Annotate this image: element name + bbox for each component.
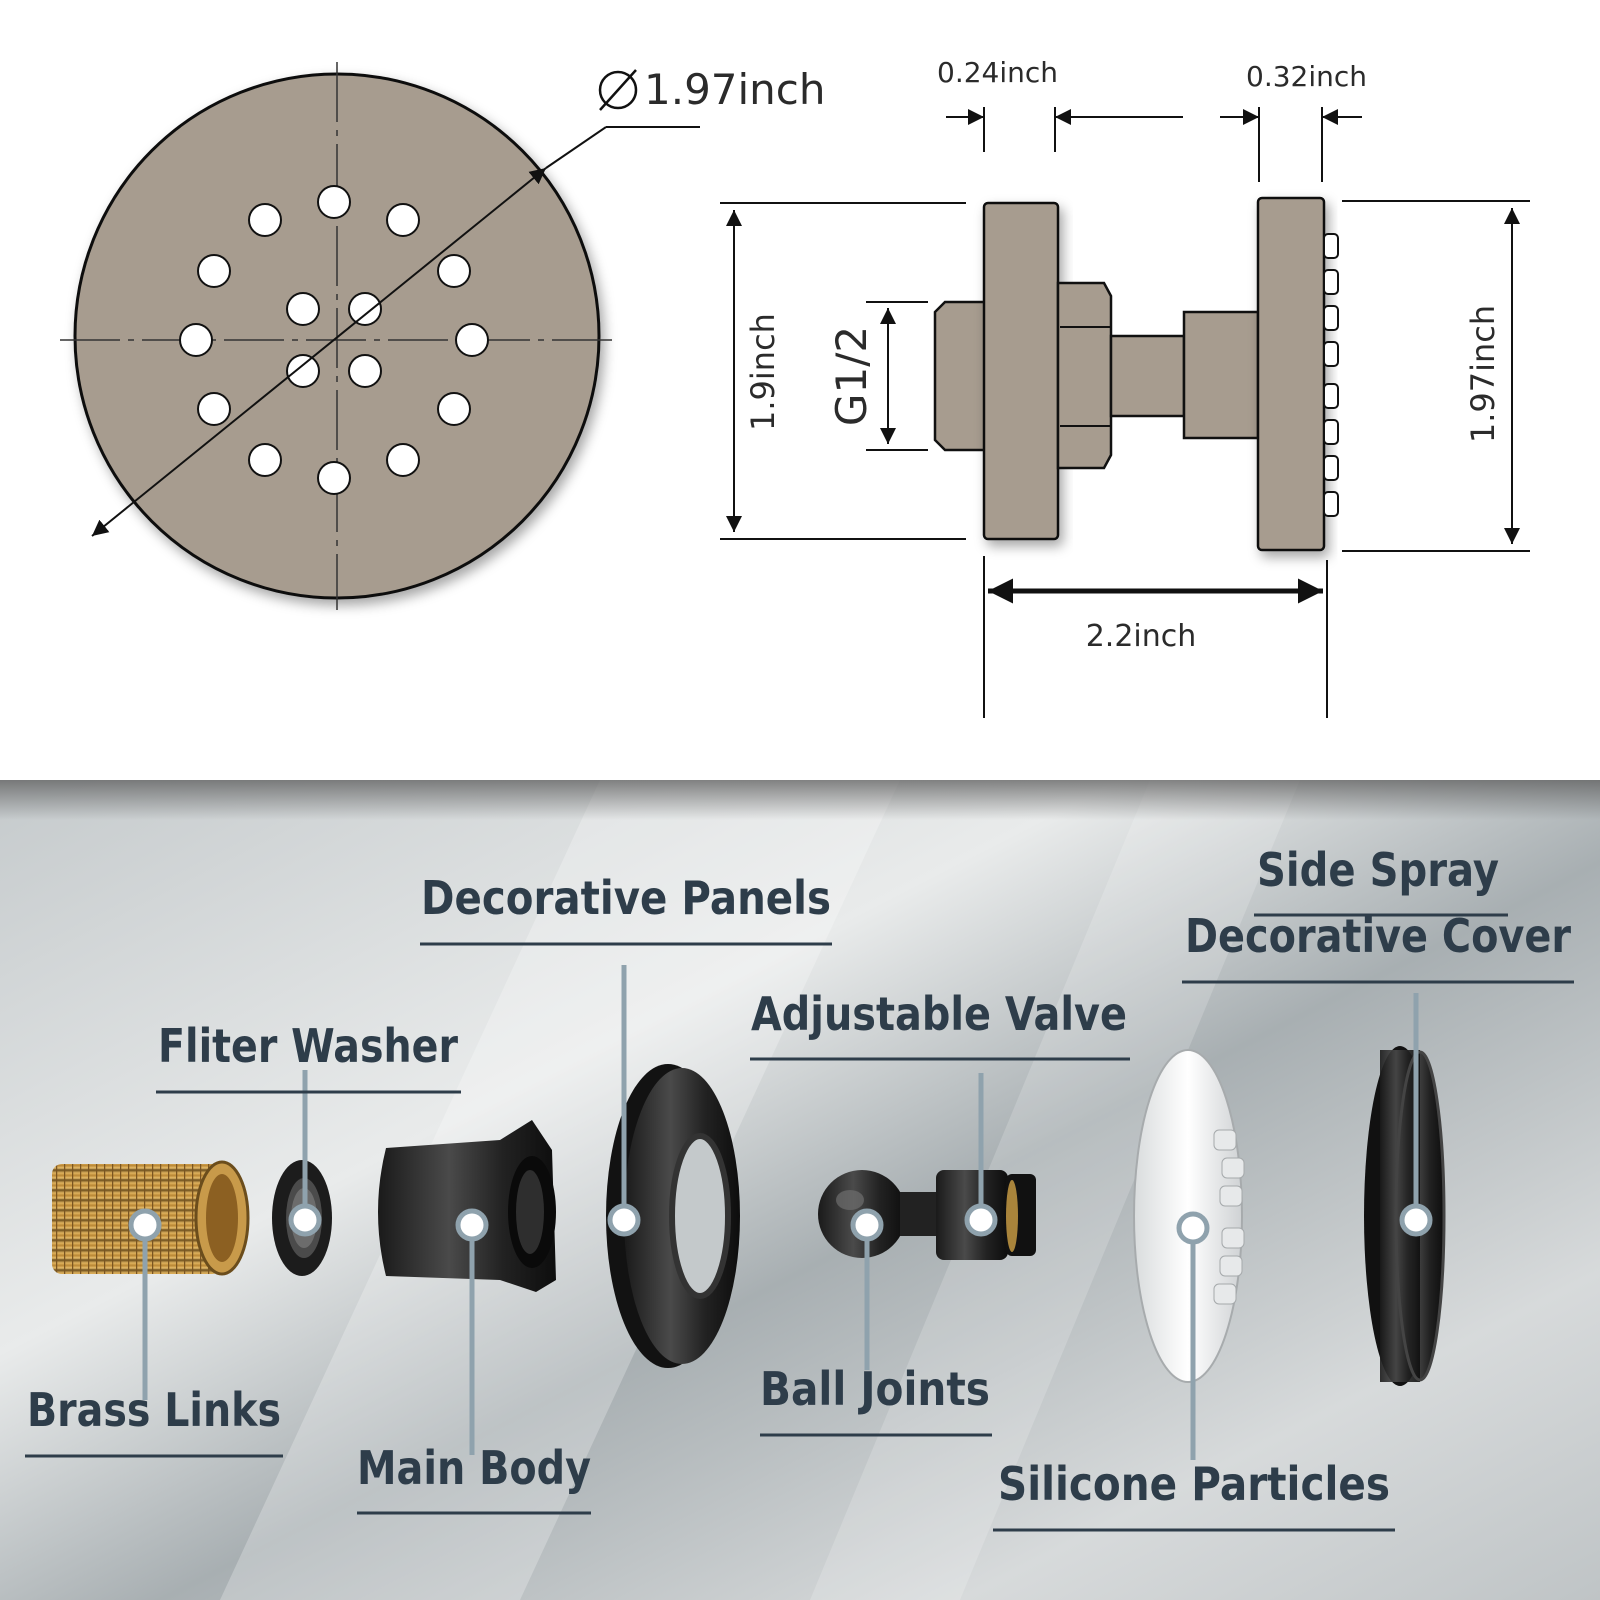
spray-hole: [437, 392, 471, 426]
spray-cover: [1256, 196, 1326, 552]
nozzle: [1323, 341, 1339, 367]
label-ball-joints: Ball Joints: [760, 1362, 990, 1416]
callout-dots: [128, 1203, 1433, 1245]
hex-nut: [1056, 281, 1113, 470]
callout-dot: [1399, 1203, 1433, 1237]
light-streak: [220, 780, 900, 1600]
callout-dot: [455, 1208, 489, 1242]
nozzles: [1323, 233, 1339, 517]
callout-dot: [128, 1208, 162, 1242]
spray-hole: [286, 292, 320, 326]
part-labels: Decorative Panels Side Spray Decorative …: [25, 843, 1574, 1532]
cover-height-label: 1.97inch: [1464, 305, 1502, 443]
main-body-part: [378, 1120, 556, 1292]
spray-hole: [348, 292, 382, 326]
spray-hole: [317, 185, 351, 219]
spray-hole: [455, 323, 489, 357]
label-adjustable-valve: Adjustable Valve: [751, 987, 1127, 1041]
nozzle: [1323, 455, 1339, 481]
dimension-drawing: 1.97inch: [0, 0, 1600, 780]
callout-dot: [964, 1203, 998, 1237]
valve-block: [1182, 310, 1260, 440]
shaft: [1109, 334, 1186, 418]
label-fliter-washer: Fliter Washer: [158, 1019, 458, 1073]
spray-hole: [386, 443, 420, 477]
label-brass-links: Brass Links: [27, 1383, 281, 1437]
decorative-panel-part: [606, 1064, 740, 1368]
cover-thickness-label: 0.32inch: [1246, 60, 1367, 93]
nozzle: [1323, 383, 1339, 409]
spray-hole: [437, 254, 471, 288]
callout-dot: [850, 1208, 884, 1242]
callout-dot: [288, 1203, 322, 1237]
label-decorative-panels: Decorative Panels: [421, 871, 831, 925]
label-main-body: Main Body: [357, 1441, 591, 1495]
callouts: [142, 965, 1419, 1460]
nozzle: [1323, 491, 1339, 517]
nozzle: [1323, 419, 1339, 445]
flange: [982, 201, 1060, 541]
spray-hole: [179, 323, 213, 357]
callout-dot: [1176, 1211, 1210, 1245]
spray-hole: [197, 254, 231, 288]
nozzle: [1323, 305, 1339, 331]
total-length-label: 2.2inch: [1086, 619, 1197, 654]
light-streak: [810, 780, 1300, 1600]
flange-thickness-label: 0.24inch: [937, 56, 1058, 89]
callout-dot: [607, 1203, 641, 1237]
label-silicone-particles: Silicone Particles: [998, 1457, 1390, 1511]
label-side-spray-line2: Decorative Cover: [1185, 909, 1571, 963]
nozzle: [1323, 269, 1339, 295]
label-side-spray-line1: Side Spray: [1257, 843, 1499, 897]
diameter-line: [91, 167, 547, 537]
spray-hole: [197, 392, 231, 426]
spray-hole: [386, 203, 420, 237]
diameter-symbol-icon: [598, 69, 638, 111]
side-view: 0.24inch 0.32inch 1.9inch G1/2 1.97inch: [720, 56, 1530, 718]
exploded-parts-panel: Decorative Panels Side Spray Decorative …: [0, 780, 1600, 1600]
thread-label: G1/2: [827, 326, 876, 426]
flange-height-label: 1.9inch: [744, 313, 782, 431]
spray-hole: [248, 203, 282, 237]
spray-hole: [348, 354, 382, 388]
spray-hole: [248, 443, 282, 477]
nozzle: [1323, 233, 1339, 259]
panel-background: [0, 780, 1600, 1600]
diameter-leader: [545, 126, 607, 169]
spray-hole: [286, 354, 320, 388]
diameter-label: 1.97inch: [644, 65, 826, 114]
front-view: 1.97inch: [60, 62, 826, 610]
thread-inlet: [933, 300, 987, 452]
panel-top-shadow: [0, 780, 1600, 820]
spray-hole: [317, 461, 351, 495]
